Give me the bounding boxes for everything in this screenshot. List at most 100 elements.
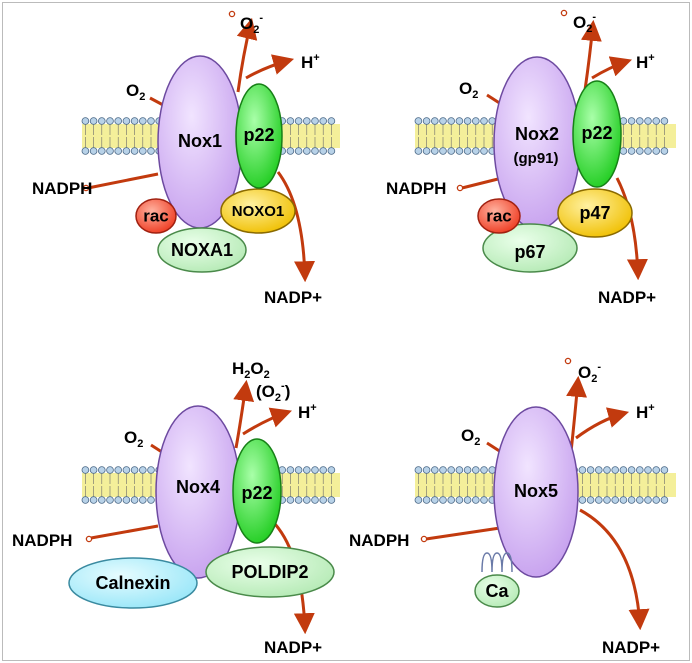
ca-protein [474, 574, 520, 608]
nox-label: Nox2 [515, 124, 559, 144]
lipid-head [319, 466, 328, 474]
lipid-head [89, 466, 98, 474]
lipid-head [430, 466, 439, 474]
nadph-label: NADPH [12, 531, 72, 550]
lipid-head [98, 147, 106, 155]
nox-sublabel: (gp91) [514, 150, 559, 167]
lipid-head [130, 147, 139, 155]
lipid-head [98, 117, 106, 125]
lipid-head [619, 466, 628, 474]
lipid-head [660, 466, 669, 474]
lipid-head [130, 117, 139, 125]
superoxide-dot [228, 10, 236, 18]
nadp-label: NADP+ [264, 638, 322, 657]
lipid-head [294, 147, 303, 155]
lipid-head [463, 147, 472, 155]
lipid-head [455, 147, 464, 155]
lipid-head [660, 496, 669, 504]
lipid-head [430, 117, 439, 125]
h2o2-arrow [233, 379, 255, 449]
lipid-head [644, 147, 652, 155]
superoxide-label: O2- [573, 11, 596, 35]
panel-nox2: Nox2 (gp91) p22 rac p47 p67 O2 O2- H+ NA… [386, 9, 656, 307]
nadp-arrow [579, 508, 650, 631]
lipid-head [652, 147, 660, 155]
nadp-label: NADP+ [602, 638, 660, 657]
activator-protein [482, 223, 578, 273]
proton-arrow [591, 56, 632, 80]
lipid-head [471, 496, 480, 504]
lipid-head [139, 466, 147, 474]
lipid-head [414, 117, 423, 125]
calnexin-protein [68, 557, 198, 609]
lipid-head [463, 466, 472, 474]
lipid-head [319, 117, 328, 125]
poldip2-protein [205, 546, 335, 598]
lipid-head [578, 496, 587, 504]
nadph-label: NADPH [349, 531, 409, 550]
lipid-head [286, 147, 295, 155]
superoxide-label: O2- [578, 361, 601, 385]
nadph-arrow [87, 172, 159, 190]
p22-label: p22 [243, 125, 274, 145]
lipid-head [414, 466, 423, 474]
nadph-dot [420, 535, 428, 543]
lipid-head [130, 496, 139, 504]
calnexin-label: Calnexin [95, 573, 170, 593]
proton-arrow [245, 54, 295, 80]
nox-label: Nox4 [176, 477, 220, 497]
lipid-head [603, 466, 611, 474]
lipid-head [652, 466, 660, 474]
lipid-head [422, 466, 431, 474]
lipid-head [327, 147, 336, 155]
lipid-head [480, 117, 488, 125]
lipid-head [611, 496, 619, 504]
lipid-head [660, 147, 669, 155]
nox5-protein [493, 406, 579, 578]
lipid-head [311, 466, 319, 474]
superoxide-arrow [236, 17, 258, 93]
superoxide-label: O2- [240, 12, 263, 36]
lipid-head [463, 117, 472, 125]
lipid-head [455, 466, 464, 474]
lipid-head [294, 117, 303, 125]
lipid-head [414, 147, 423, 155]
lipid-head [619, 496, 628, 504]
lipid-head [447, 117, 456, 125]
o2-label: O2 [461, 426, 480, 448]
lipid-head [106, 496, 114, 504]
organizer-protein [557, 188, 633, 238]
poldip2-label: POLDIP2 [231, 562, 308, 582]
lipid-head [319, 496, 328, 504]
lipid-head [644, 117, 652, 125]
lipid-head [122, 147, 131, 155]
o2-label: O2 [124, 428, 143, 450]
rac-protein [477, 198, 521, 234]
organizer-protein [220, 188, 296, 234]
lipid-head [139, 117, 147, 125]
activator-label: p67 [514, 242, 545, 262]
lipid-head [430, 147, 439, 155]
lipid-head [586, 496, 595, 504]
lipid-head [430, 496, 439, 504]
nadp-label: NADP+ [598, 288, 656, 307]
lipid-head [627, 466, 636, 474]
lipid-head [439, 117, 447, 125]
lipid-head [422, 147, 431, 155]
nadph-label: NADPH [32, 179, 92, 198]
lipid-head [578, 466, 587, 474]
lipid-head [114, 147, 122, 155]
lipid-head [422, 496, 431, 504]
p22-protein [235, 83, 283, 189]
lipid-head [327, 466, 336, 474]
lipid-head [147, 147, 155, 155]
lipid-head [480, 147, 488, 155]
p22-label: p22 [241, 483, 272, 503]
lipid-head [147, 496, 155, 504]
panel-nox5: Nox5 Ca O2 O2- H+ NADPH NADP+ [349, 357, 660, 657]
lipid-head [439, 147, 447, 155]
lipid-head [319, 147, 328, 155]
proton-label: H+ [636, 402, 655, 422]
proton-label: H+ [301, 52, 320, 72]
